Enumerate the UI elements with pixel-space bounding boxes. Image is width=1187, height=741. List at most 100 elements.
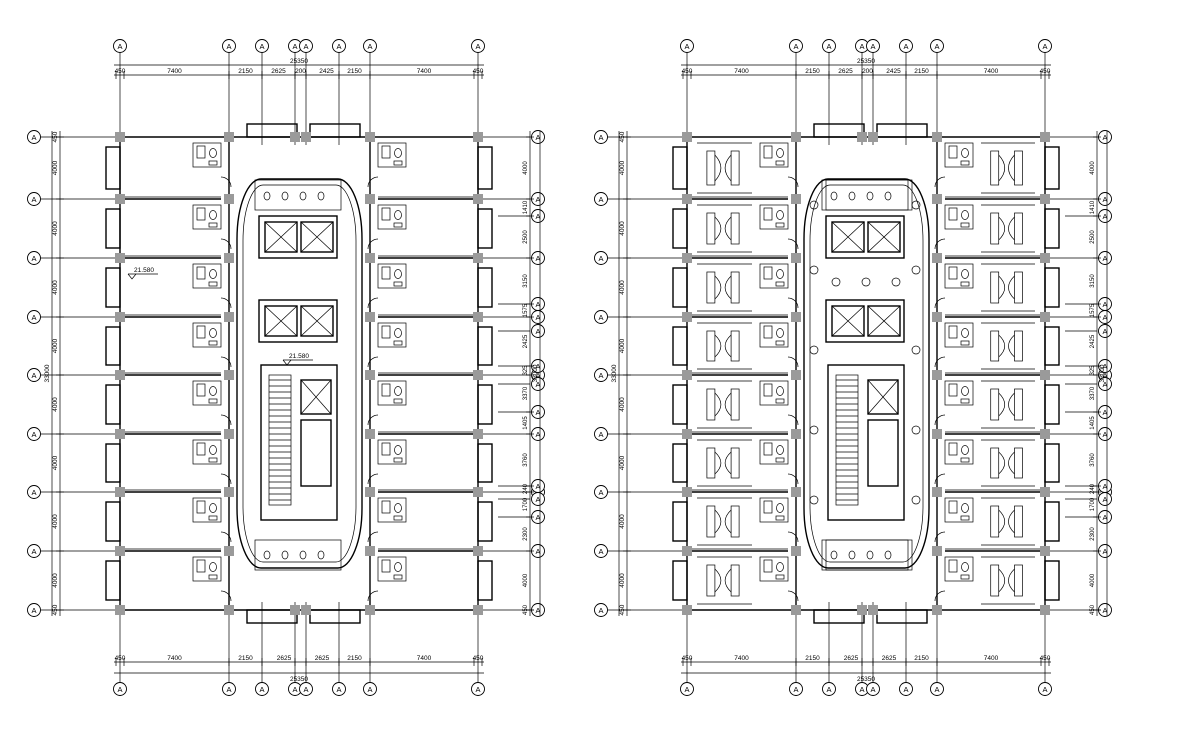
dimension-label: 2300	[1090, 527, 1096, 541]
toilet	[209, 269, 217, 279]
grid-axis-bubble	[113, 682, 127, 696]
bed-fixture	[990, 505, 1000, 538]
bathtub	[196, 145, 206, 159]
toilet	[776, 445, 784, 455]
grid-axis-label: A	[826, 42, 831, 51]
toilet	[263, 191, 271, 201]
elevation-label: 21.580	[289, 353, 309, 360]
dimension-label: 4000	[52, 280, 59, 295]
elevator-shaft	[867, 221, 901, 253]
facade-bay	[477, 443, 493, 483]
bed-fixture	[990, 150, 1000, 186]
column	[473, 194, 483, 204]
facade-bay	[1044, 501, 1060, 542]
grid-axis-label: A	[1102, 482, 1107, 491]
bathroom	[944, 380, 974, 406]
balcony	[309, 609, 361, 624]
grid-axis-label: A	[1102, 547, 1107, 556]
grid-axis-label: A	[259, 42, 264, 51]
sink	[775, 281, 785, 287]
sink	[393, 398, 403, 404]
sink	[775, 160, 785, 166]
light-fitting	[1008, 509, 1015, 534]
grid-axis-label: A	[367, 685, 372, 694]
facade-bay	[477, 560, 493, 601]
total-dimension-label: 25350	[290, 58, 308, 65]
dimension-label: 4000	[52, 514, 59, 529]
toilet	[866, 191, 874, 201]
grid-axis-label: A	[903, 685, 908, 694]
column	[224, 253, 234, 263]
toilet	[961, 148, 969, 158]
sink	[208, 160, 218, 166]
grid-axis-bubble	[299, 39, 313, 53]
grid-axis-bubble	[1098, 324, 1112, 338]
bed-fixture	[730, 447, 740, 479]
bathtub	[381, 559, 391, 573]
toilet	[394, 503, 402, 513]
grid-axis-label: A	[535, 408, 540, 417]
grid-axis-label: A	[903, 42, 908, 51]
grid-axis-bubble	[1038, 682, 1052, 696]
dimension-label: 2150	[238, 655, 253, 662]
toilet	[776, 562, 784, 572]
grid-axis-bubble	[332, 39, 346, 53]
grid-axis-bubble	[594, 368, 608, 382]
column	[115, 132, 125, 142]
elevation-label: 21.580	[134, 267, 154, 274]
toilet	[961, 386, 969, 396]
elevator-shaft	[300, 221, 334, 253]
grid-axis-bubble	[27, 603, 41, 617]
column	[1040, 605, 1050, 615]
facade-bay	[672, 208, 688, 249]
dimension-label: 200	[295, 68, 306, 75]
light-fitting	[724, 509, 732, 534]
structural-columns	[682, 132, 1050, 615]
grid-axis-label: A	[336, 685, 341, 694]
door-swing	[934, 414, 946, 426]
bathroom	[944, 497, 974, 523]
dimension-label: 2150	[347, 68, 362, 75]
dimension-label: 2625	[844, 655, 859, 662]
bathtub	[381, 500, 391, 514]
elevator-shaft	[831, 305, 865, 337]
bed-fixture	[706, 330, 716, 362]
column	[473, 546, 483, 556]
total-dimension-label: 25350	[290, 676, 308, 683]
bed-fixture	[730, 388, 740, 421]
bathroom	[759, 322, 789, 348]
grid-axis-label: A	[31, 488, 36, 497]
door-swing	[934, 473, 946, 485]
dimension-label: 2300	[523, 527, 529, 541]
bathtub	[948, 500, 958, 514]
column	[473, 132, 483, 142]
grid-axis-bubble	[222, 682, 236, 696]
facade-bay	[672, 326, 688, 366]
dimension-label: 4000	[619, 280, 626, 295]
facade-bay	[1044, 267, 1060, 308]
column	[290, 605, 300, 615]
column	[932, 429, 942, 439]
grid-axis-label: A	[1102, 212, 1107, 221]
grid-axis-bubble	[27, 251, 41, 265]
bathtub	[763, 500, 773, 514]
light-fitting	[724, 154, 732, 182]
dimension-label: 1405	[1090, 416, 1096, 430]
ceiling-light	[891, 277, 901, 287]
elevator-cross	[831, 305, 865, 337]
facade-bay	[672, 146, 688, 190]
toilet	[209, 328, 217, 338]
column	[115, 312, 125, 322]
facade-bay	[105, 384, 121, 425]
ceiling-light	[911, 425, 921, 435]
elevator-cross	[831, 221, 865, 253]
grid-axis-bubble	[471, 682, 485, 696]
balcony	[813, 123, 865, 138]
dimension-label: 2150	[805, 655, 820, 662]
door-swing	[787, 356, 799, 368]
light-fitting	[1008, 275, 1015, 300]
column	[1040, 546, 1050, 556]
bathroom	[759, 263, 789, 289]
column	[365, 253, 375, 263]
elevator-cross	[300, 305, 334, 337]
